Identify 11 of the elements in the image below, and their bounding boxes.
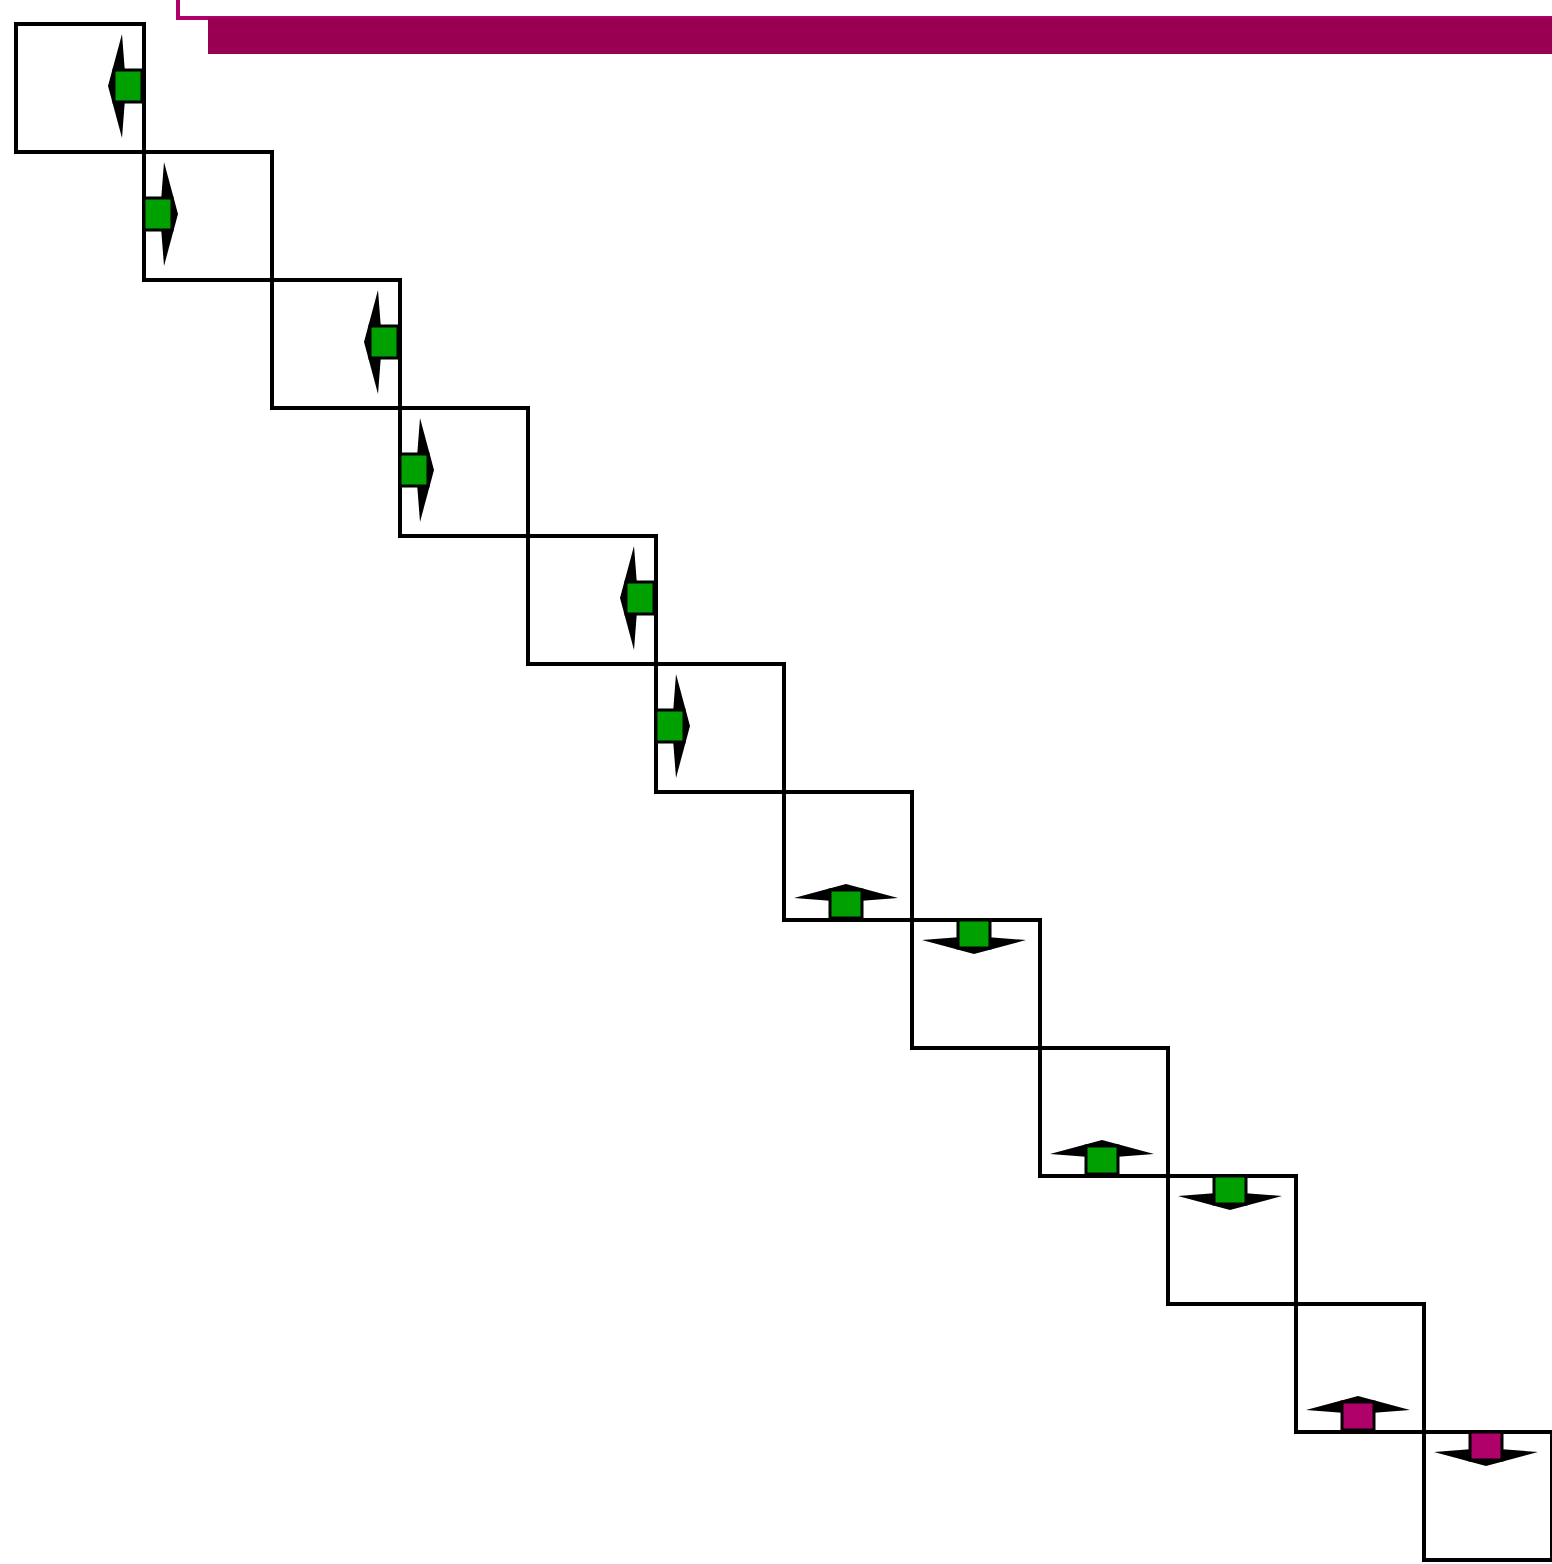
empty-box (14, 22, 146, 154)
empty-box (526, 534, 658, 666)
empty-box (654, 662, 786, 794)
empty-box (782, 790, 914, 922)
empty-box (910, 918, 1042, 1050)
empty-box (1038, 1046, 1170, 1178)
empty-box (270, 278, 402, 410)
empty-box (1294, 1302, 1426, 1434)
empty-box (1166, 1174, 1298, 1306)
empty-box (142, 150, 274, 282)
empty-box (398, 406, 530, 538)
